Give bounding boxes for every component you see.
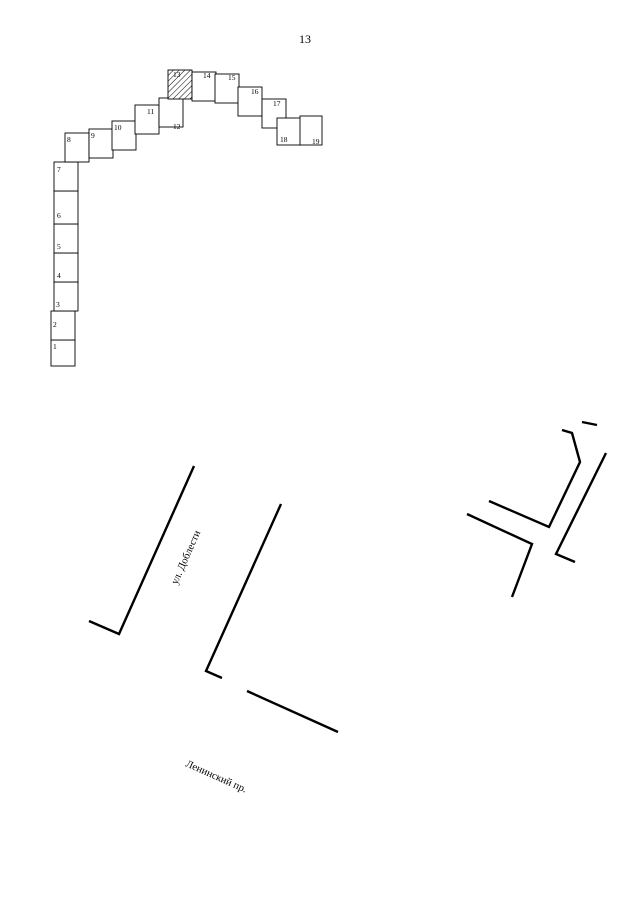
plot-label-18: 18	[280, 135, 288, 144]
plot-cell-10	[111, 120, 137, 151]
plot-label-4: 4	[57, 271, 61, 280]
plot-cell-12	[158, 97, 184, 128]
plot-cell-14	[191, 71, 217, 102]
plot-label-14: 14	[203, 71, 211, 80]
plot-label-6: 6	[57, 211, 61, 220]
plot-cell-19	[299, 115, 323, 146]
plot-labels: 1 2 3 4 5 6 7 8 9 10 11 12 13 14 15 16 1…	[53, 70, 320, 351]
plot-cell-8	[64, 132, 90, 163]
street-edge-stub	[581, 420, 598, 427]
plot-label-13: 13	[173, 70, 181, 79]
plot-grid	[50, 69, 323, 367]
plot-label-19: 19	[312, 137, 320, 146]
street-edge-right-corner	[554, 452, 608, 564]
street-edge-left	[88, 465, 196, 636]
plot-label-5: 5	[57, 242, 61, 251]
plot-cell-4	[53, 252, 79, 283]
street-edge-leninsky	[246, 689, 339, 734]
plot-cell-13-highlighted	[167, 69, 193, 100]
plot-cell-7	[53, 161, 79, 192]
street-edge-lower-corner	[466, 512, 534, 598]
plot-cell-18	[276, 117, 302, 146]
street-name-dobesti: ул. Доблести	[170, 529, 204, 587]
plot-label-3: 3	[56, 300, 60, 309]
street-edge-right	[204, 503, 283, 680]
plot-label-8: 8	[67, 135, 71, 144]
plot-cell-11	[134, 104, 160, 135]
plot-label-11: 11	[147, 107, 154, 116]
plot-label-1: 1	[53, 342, 57, 351]
plot-label-17: 17	[273, 99, 281, 108]
street-edges-intersection	[466, 420, 608, 598]
street-edge-upper-corner	[488, 428, 582, 529]
plot-label-12: 12	[173, 122, 181, 131]
plot-cell-3	[53, 281, 79, 312]
page-number: 13	[299, 32, 311, 46]
plot-label-2: 2	[53, 320, 57, 329]
plot-label-9: 9	[91, 131, 95, 140]
plot-label-7: 7	[57, 165, 61, 174]
plot-cell-9	[88, 128, 114, 159]
plot-label-15: 15	[228, 73, 236, 82]
plot-cell-6	[53, 190, 79, 225]
plot-label-16: 16	[251, 87, 259, 96]
street-edges-dobesti	[88, 465, 339, 734]
plot-cell-15	[214, 73, 240, 104]
plot-label-10: 10	[114, 123, 122, 132]
street-name-leninsky: Ленинский пр.	[184, 759, 248, 796]
